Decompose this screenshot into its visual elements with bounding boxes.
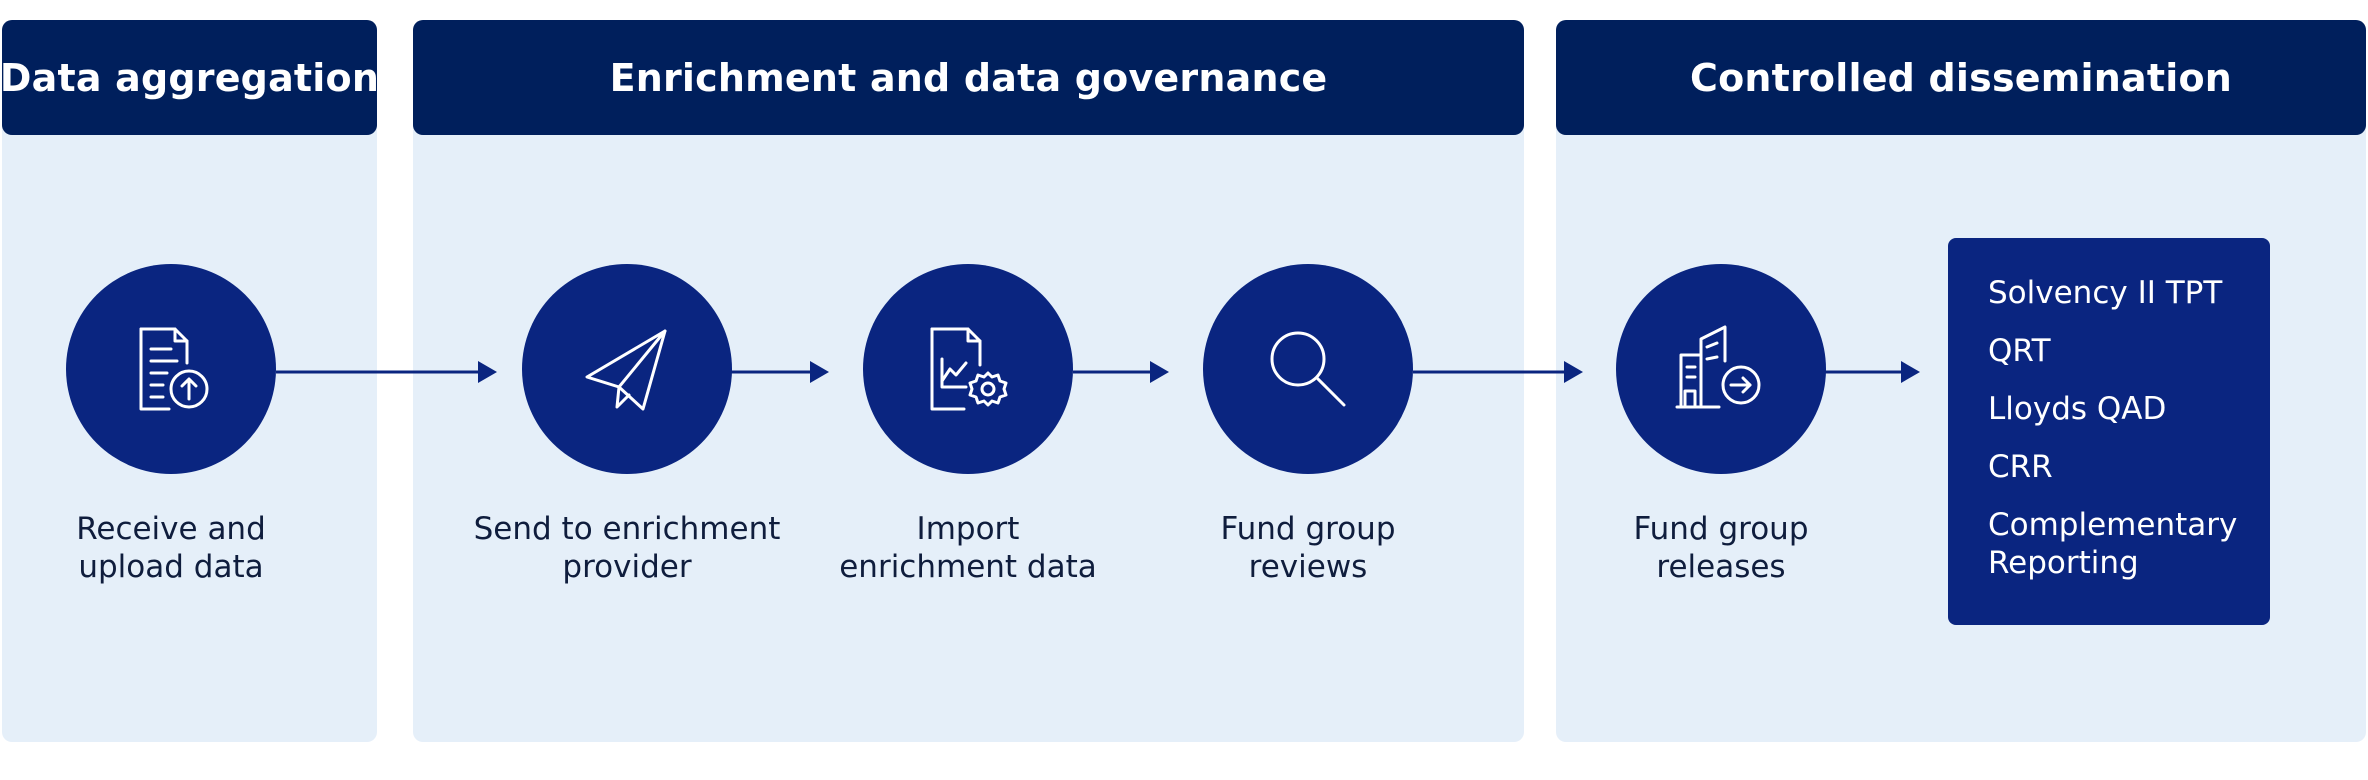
flow-arrow-head xyxy=(810,361,829,383)
paper-plane-icon xyxy=(585,329,667,411)
output-item: Reporting xyxy=(1988,545,2139,581)
step-import-enrichment xyxy=(863,264,1073,474)
step-label: Send to enrichment provider xyxy=(473,511,781,585)
output-item: CRR xyxy=(1988,449,2053,485)
step-label: Fund group reviews xyxy=(1220,511,1396,585)
stage-panel-data-aggregation: Data aggregation xyxy=(0,20,379,742)
document-upload-icon xyxy=(139,327,209,411)
output-item: QRT xyxy=(1988,333,2051,369)
step-label: Import enrichment data xyxy=(839,511,1097,585)
step-fund-group-releases xyxy=(1616,264,1826,474)
step-label: Fund group releases xyxy=(1633,511,1809,585)
output-item: Lloyds QAD xyxy=(1988,391,2167,427)
building-arrow-icon xyxy=(1675,325,1761,409)
flow-arrow-head xyxy=(1150,361,1169,383)
stage-title: Enrichment and data governance xyxy=(413,20,1524,135)
report-outputs-box: Solvency II TPT QRT Lloyds QAD CRR Compl… xyxy=(1948,238,2270,625)
stage-title: Data aggregation xyxy=(0,20,379,135)
step-fund-group-reviews xyxy=(1203,264,1413,474)
step-send-enrichment xyxy=(522,264,732,474)
flow-arrow-head xyxy=(1901,361,1920,383)
step-receive-upload xyxy=(66,264,276,474)
magnifier-icon xyxy=(1270,331,1346,407)
stage-title: Controlled dissemination xyxy=(1556,20,2366,135)
output-item: Complementary xyxy=(1988,507,2238,543)
step-label: Receive and upload data xyxy=(76,511,266,585)
flow-arrow-head xyxy=(478,361,497,383)
flow-arrow-head xyxy=(1564,361,1583,383)
document-chart-gear-icon xyxy=(930,327,1008,411)
output-item: Solvency II TPT xyxy=(1988,275,2223,311)
